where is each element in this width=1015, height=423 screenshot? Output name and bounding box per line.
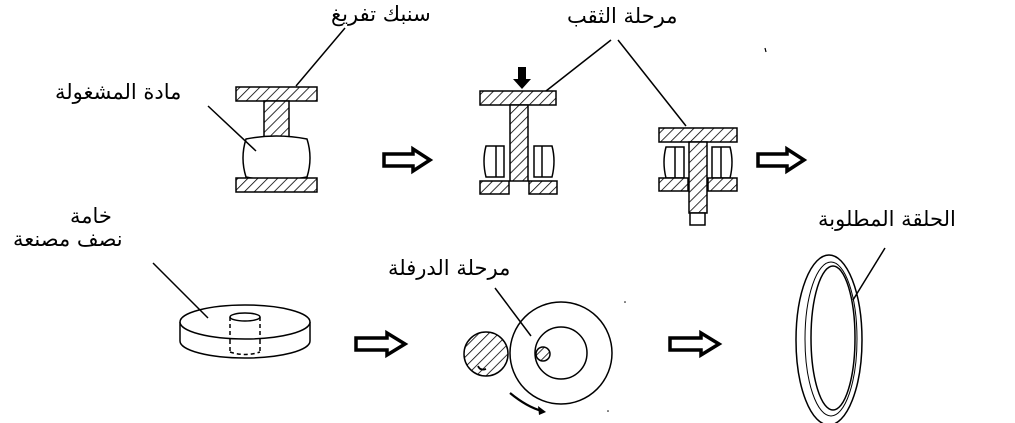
- leader-ring: [852, 247, 886, 301]
- piercing-stage-2-assembly: [658, 127, 738, 226]
- leader-punch: [295, 27, 346, 87]
- rolling-assembly: [463, 287, 626, 415]
- label-required-ring: الحلقة المطلوبة: [818, 207, 956, 231]
- main-roll: [463, 331, 509, 377]
- ring-outer: [509, 301, 613, 405]
- mandrel: [535, 346, 551, 362]
- workpiece-2-left: [483, 145, 505, 178]
- upper-die-1: [235, 86, 318, 102]
- upper-die-3: [658, 127, 738, 143]
- process-arrow-4: [668, 329, 723, 359]
- lower-die-2-left: [479, 180, 510, 195]
- leader-rolling: [494, 287, 532, 337]
- final-ring-assembly: [795, 247, 886, 423]
- ring-inner-edge: [810, 265, 856, 411]
- workpiece-1: [242, 135, 311, 181]
- leader-piercing-2: [617, 39, 687, 127]
- piercing-stage-1-assembly: [479, 67, 558, 195]
- ring-inner: [534, 326, 588, 380]
- blank-top-face: [179, 304, 311, 340]
- process-arrow-1: [382, 145, 434, 175]
- press-arrow-icon: [513, 67, 531, 89]
- process-arrow-2: [756, 145, 808, 175]
- label-workpiece: مادة المشغولة: [55, 80, 182, 104]
- leader-blank: [152, 262, 209, 319]
- label-punch: سنبك تفريغ: [331, 2, 431, 26]
- lower-die-2-right: [528, 180, 558, 195]
- punch-3: [688, 141, 708, 214]
- punch-2: [509, 104, 529, 182]
- blank-assembly: [152, 262, 311, 359]
- workpiece-3-right: [711, 146, 733, 179]
- workpiece-3-left: [663, 146, 685, 179]
- ring-outer-edge: [795, 254, 863, 423]
- upper-die-2: [479, 90, 557, 106]
- slug-3: [689, 212, 706, 226]
- process-arrow-3: [354, 329, 409, 359]
- workpiece-2-right: [533, 145, 555, 178]
- label-blank-line1: خامة: [70, 204, 112, 228]
- leader-piercing-1: [545, 39, 612, 92]
- upsetting-stage-assembly: [207, 27, 346, 193]
- label-piercing-stage: مرحلة الثقب: [567, 4, 678, 28]
- label-blank-line2: نصف مصنعة: [13, 227, 123, 251]
- lower-die-3-left: [658, 177, 689, 192]
- leader-workpiece: [207, 105, 257, 152]
- lower-die-1: [235, 177, 318, 193]
- punch-1: [263, 100, 290, 138]
- lower-die-3-right: [707, 177, 738, 192]
- label-rolling-stage: مرحلة الدرفلة: [388, 256, 511, 280]
